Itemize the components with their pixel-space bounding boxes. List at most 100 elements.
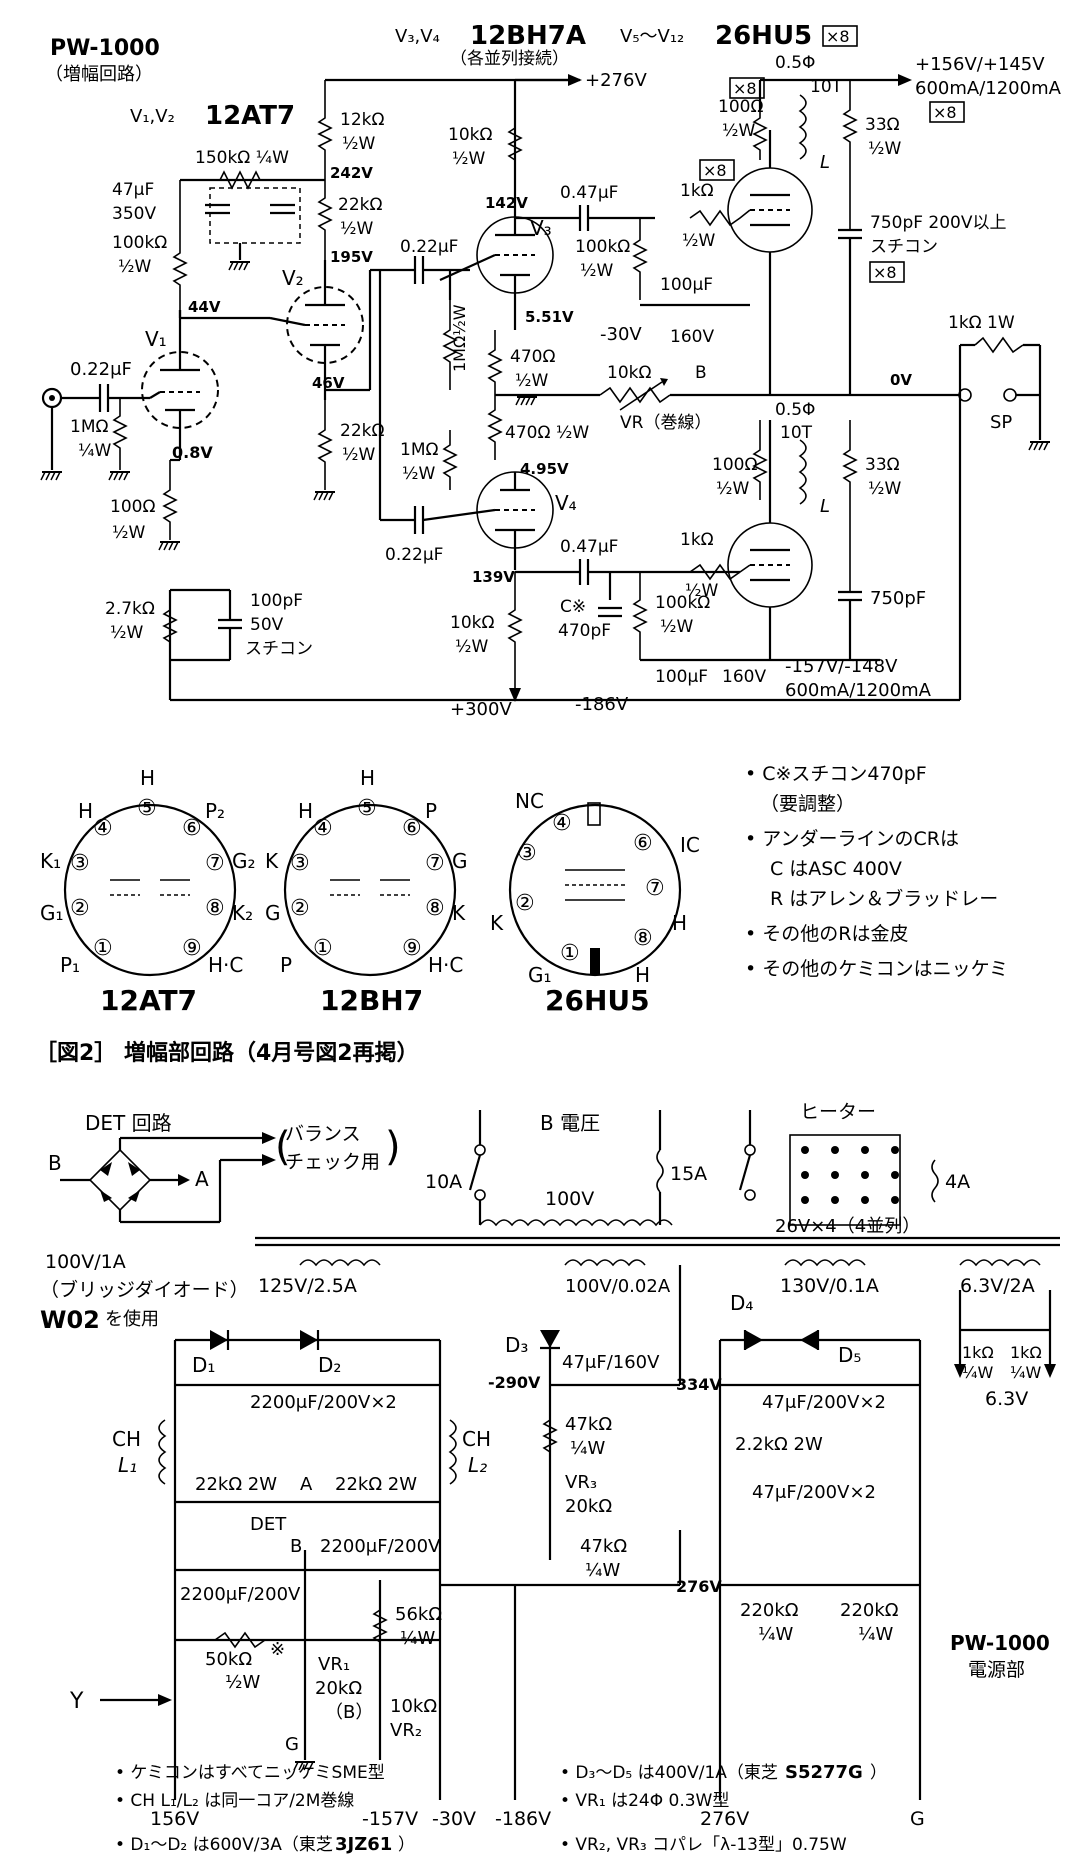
v-300-label: +300V [450, 699, 512, 720]
p3-h: H [672, 911, 687, 935]
sec4-label: 6.3V/2A [960, 1275, 1035, 1297]
amp-note-0: • C※スチコン470pF [745, 763, 927, 785]
tube-v1v2: V₁,V₂ [130, 106, 175, 127]
l2-label: L₂ [468, 1453, 487, 1477]
m290-label: -290V [488, 1373, 541, 1392]
r56-label: 56kΩ [395, 1604, 442, 1625]
psu-note-3: 3JZ61 [335, 1834, 392, 1855]
pin-1b: ① [313, 936, 333, 961]
c-022a-label: 0.22μF [400, 237, 458, 257]
r-470a-label: 470Ω [510, 347, 555, 367]
out-m186: -186V [495, 1808, 551, 1830]
pin-6b: ⑥ [402, 816, 422, 841]
c-47-v-label: 350V [112, 204, 156, 224]
fuse-4a-label: 4A [945, 1171, 970, 1193]
pin-5b: ⑤ [357, 796, 377, 821]
d3-label: D₃ [505, 1333, 528, 1357]
pin-9: ⑨ [182, 936, 202, 961]
r220aw-label: ¼W [758, 1624, 793, 1645]
r-100k-b-w-label: ½W [660, 617, 693, 637]
heater-spec-label: 26V×4（4並列） [775, 1216, 920, 1237]
balance-label-2: チェック用 [285, 1151, 380, 1173]
p1-k1: K₁ [40, 849, 61, 873]
r220a-label: 220kΩ [740, 1600, 799, 1621]
pinout-12bh7: ④ ⑤ ⑥ ⑦ ⑧ ⑨ ① ② ③ H H P K G G K P H·C 12… [265, 766, 468, 1017]
vr-note-label: VR（巻線） [620, 413, 711, 433]
c-750-a-t-label: スチコン [870, 237, 938, 257]
x8-badge-3: ×8 [733, 79, 757, 98]
p1-hc: H·C [208, 953, 243, 977]
amp-note-6: • その他のケミコンはニッケミ [745, 958, 1008, 980]
r-100k-b-label: 100kΩ [655, 593, 710, 613]
pin-7: ⑦ [205, 851, 225, 876]
r47aw-label: ¼W [570, 1438, 605, 1459]
r1kaw-label: ¼W [962, 1363, 994, 1382]
c-100p-t-label: スチコン [245, 639, 313, 659]
pin-8: ⑧ [205, 896, 225, 921]
v334-label: 334V [676, 1375, 722, 1394]
tube-v3v4: V₃,V₄ [395, 26, 440, 47]
r-1m-b-w-label: ½W [402, 464, 435, 484]
v-551-label: 5.51V [525, 308, 574, 326]
r-12k-label: 12kΩ [340, 110, 384, 130]
pin-6c: ⑥ [633, 831, 653, 856]
ch-label-2: CH [462, 1427, 491, 1451]
pin-1: ① [93, 936, 113, 961]
amp-note-2: • アンダーラインのCRは [745, 828, 959, 850]
c-047b-label: 0.47μF [560, 537, 618, 557]
r-100-a-label: 100Ω [718, 97, 763, 117]
amp-note-5: • その他のRは金皮 [745, 923, 908, 945]
r-150-label: 150kΩ ¼W [195, 148, 289, 168]
amp-notes: • C※スチコン470pF （要調整） • アンダーラインのCRは C はASC… [745, 763, 1008, 980]
pin-4c: ④ [552, 811, 572, 836]
c-047a-label: 0.47μF [560, 183, 618, 203]
pin-4: ④ [93, 816, 113, 841]
p1-p2: P₂ [205, 799, 225, 823]
balance-label-1: バランス [285, 1123, 361, 1145]
r-in-w-label: ¼W [78, 441, 111, 461]
out-156: 156V [150, 1808, 199, 1830]
p2-k2: K [452, 901, 466, 925]
r56w-label: ¼W [400, 1628, 435, 1649]
vr1b-label: （B） [325, 1702, 373, 1723]
r-22k-a-w-label: ½W [340, 219, 373, 239]
p2-hc: H·C [428, 953, 463, 977]
r-in-label: 1MΩ [70, 417, 108, 437]
pin-2c: ② [515, 891, 535, 916]
pinout-12at7-name: 12AT7 [100, 984, 197, 1017]
c-100p-v-label: 50V [250, 615, 284, 635]
r22a-label: 22kΩ 2W [195, 1474, 277, 1495]
p1-h4: H [78, 799, 93, 823]
v-156-label: +156V/+145V [915, 54, 1045, 75]
d1-label: D₁ [192, 1353, 215, 1377]
r-33-b-label: 33Ω [865, 455, 900, 475]
p1-g1: G₁ [40, 901, 64, 925]
pin-7c: ⑦ [645, 876, 665, 901]
amp-note-4: R はアレン＆ブラッドレー [770, 887, 998, 910]
det-label: DET 回路 [85, 1111, 172, 1135]
r-27k-w-label: ½W [110, 623, 143, 643]
fuse-15a-label: 15A [670, 1163, 707, 1185]
p3-ic: IC [680, 833, 700, 857]
v-242-label: 242V [330, 164, 373, 182]
c47x2b-label: 47μF/200V×2 [752, 1482, 876, 1503]
t-10-a-label: 10T [810, 77, 843, 97]
pin-5: ⑤ [137, 796, 157, 821]
figure-caption: ［図2］ 増幅部回路（4月号図2再掲） [35, 1040, 419, 1066]
r50-label: 50kΩ [205, 1649, 252, 1670]
p2-p2: P [425, 799, 437, 823]
vr2-label: VR₂ [390, 1720, 422, 1741]
r1kb-label: 1kΩ [1010, 1343, 1042, 1362]
r47b-label: 47kΩ [580, 1536, 627, 1557]
v-142-label: 142V [485, 194, 528, 212]
pin-3c: ③ [517, 841, 537, 866]
tube-v3v4-type: 12BH7A [470, 21, 586, 51]
c2200b-label: 2200μF/200V [320, 1536, 441, 1557]
sp-label: SP [990, 412, 1012, 433]
out-276: 276V [700, 1808, 749, 1830]
r1ka-label: 1kΩ [962, 1343, 994, 1362]
psu-note-7: ） [870, 1763, 887, 1783]
r-fb1-w-label: ½W [118, 257, 151, 277]
r-470a-w-label: ½W [515, 371, 548, 391]
amplifier-circuit: PW-1000 （増幅回路） V₁,V₂ 12AT7 V₃,V₄ 12BH7A … [40, 21, 1062, 720]
